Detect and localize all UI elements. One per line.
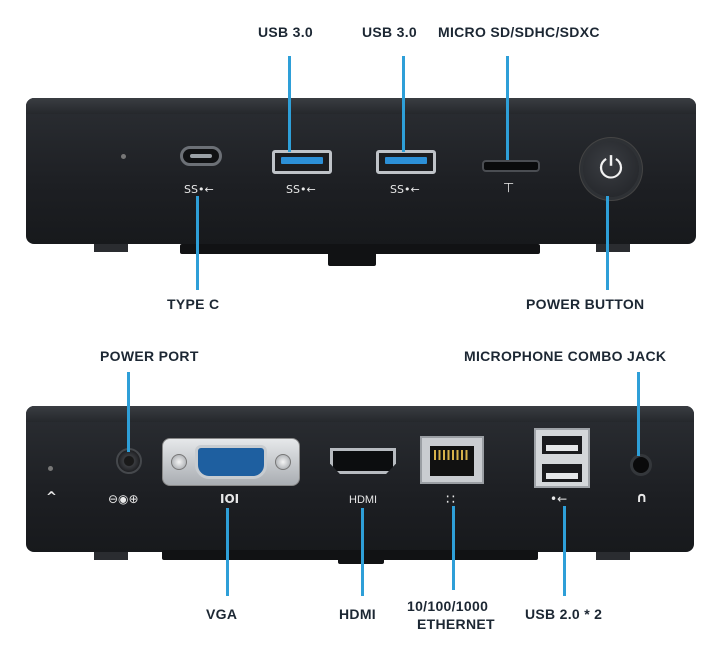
label-ethernet-line2: ETHERNET	[417, 616, 495, 632]
vga-icon: IOI	[220, 492, 240, 506]
label-ethernet-line1: 10/100/1000	[407, 598, 489, 614]
headphone-icon: ∩	[636, 490, 648, 506]
sd-card-icon: ⊤	[503, 181, 515, 196]
label-type-c: TYPE C	[167, 296, 220, 312]
label-hdmi: HDMI	[339, 606, 376, 622]
front-device-top-edge	[26, 98, 696, 114]
label-power-button: POWER BUTTON	[526, 296, 645, 312]
leader-power-button	[606, 196, 609, 290]
label-micro-sd: MICRO SD/SDHC/SDXC	[438, 24, 600, 40]
vga-port	[162, 438, 300, 486]
dc-polarity-icon: ⊖◉⊕	[108, 492, 139, 506]
leader-vga	[226, 508, 229, 596]
micro-sd-slot	[482, 160, 540, 172]
leader-micro-sd	[506, 56, 509, 160]
usb3-port-b	[376, 150, 436, 174]
leader-usb3-a	[288, 56, 291, 152]
usb3-b-ss-marking: SS•←	[390, 183, 420, 196]
rear-foot-left	[94, 552, 128, 560]
leader-hdmi	[361, 508, 364, 596]
front-stand-clip	[328, 244, 376, 266]
usb3-port-a	[272, 150, 332, 174]
leader-usb2	[563, 506, 566, 596]
lan-icon: ∷	[446, 492, 455, 508]
usb-icon: •←	[550, 492, 568, 506]
label-usb3-b: USB 3.0	[362, 24, 418, 40]
label-mic-jack: MICROPHONE COMBO JACK	[464, 348, 667, 364]
front-foot-right	[596, 244, 630, 252]
label-usb3-a: USB 3.0	[258, 24, 314, 40]
type-c-ss-marking: SS•←	[184, 183, 214, 196]
type-c-port	[180, 146, 222, 166]
rear-led	[48, 466, 53, 471]
leader-power-port	[127, 372, 130, 452]
usb3-a-ss-marking: SS•←	[286, 183, 316, 196]
usb2-ports	[534, 428, 590, 488]
ethernet-port	[420, 436, 484, 484]
power-button-icon: ⏻	[583, 141, 639, 197]
rear-device-top-edge	[26, 406, 694, 422]
front-foot-left	[94, 244, 128, 252]
label-usb2: USB 2.0 * 2	[525, 606, 603, 622]
hdmi-marking: HDMI	[349, 494, 378, 506]
status-led	[121, 154, 126, 159]
label-vga: VGA	[206, 606, 238, 622]
arrow-up-icon: ^	[46, 490, 57, 505]
label-power-port: POWER PORT	[100, 348, 199, 364]
leader-mic-jack	[637, 372, 640, 456]
leader-type-c	[196, 196, 199, 290]
hdmi-port	[330, 448, 396, 474]
leader-ethernet	[452, 506, 455, 590]
microphone-combo-jack	[630, 454, 652, 476]
rear-foot-right	[596, 552, 630, 560]
leader-usb3-b	[402, 56, 405, 152]
